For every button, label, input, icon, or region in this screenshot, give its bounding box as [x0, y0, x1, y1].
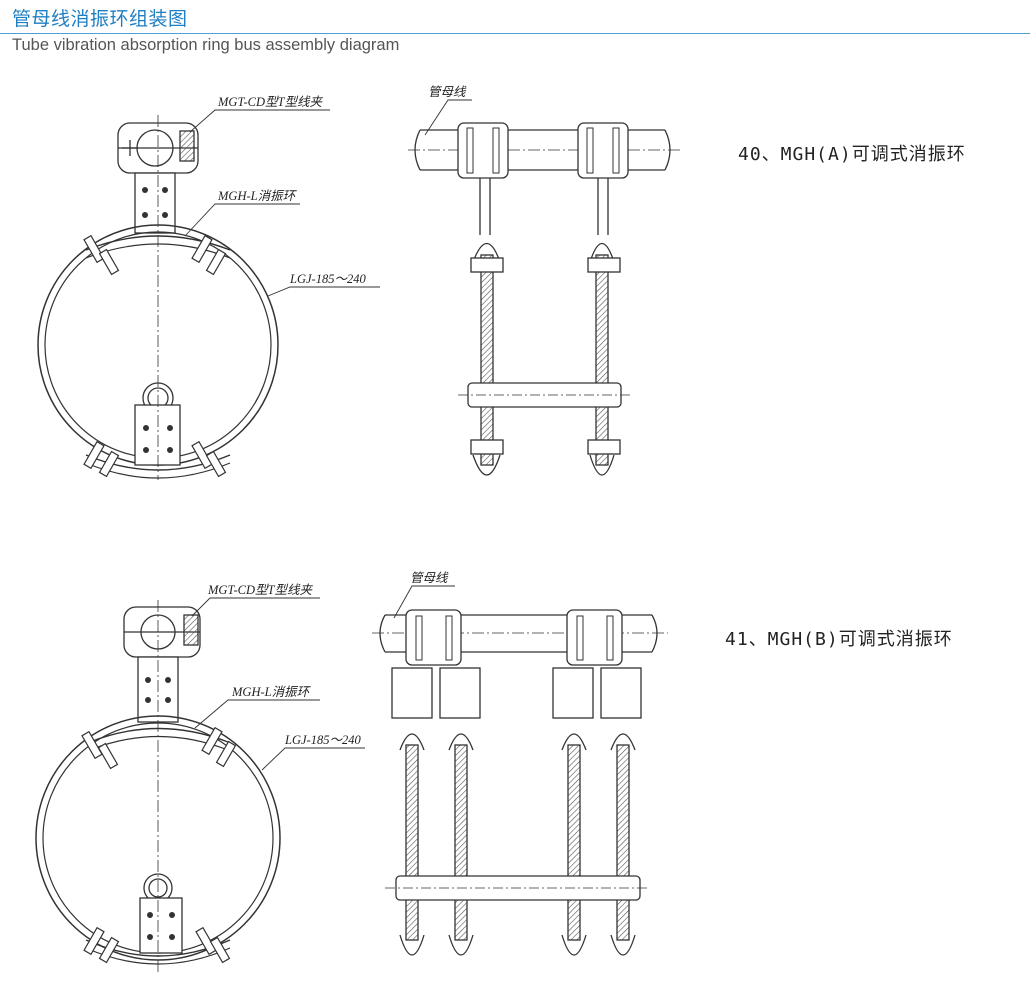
ring-bolts-b	[81, 726, 237, 964]
page-subtitle: Tube vibration absorption ring bus assem…	[12, 36, 400, 54]
title-rule	[0, 33, 1030, 34]
ring-bolts-a	[83, 234, 227, 478]
clamp-label-a: MGT-CD型T型线夹	[217, 95, 323, 109]
figure-a-caption: 40、MGH(A)可调式消振环	[738, 144, 966, 165]
figure-b-caption: 41、MGH(B)可调式消振环	[725, 629, 953, 650]
tube-bus-label-a: 管母线	[428, 85, 467, 99]
tube-bus-label-b: 管母线	[410, 571, 449, 585]
figure-b-side-view	[35, 597, 365, 975]
clamp-label-b: MGT-CD型T型线夹	[207, 583, 313, 597]
figure-a-side-view	[37, 109, 380, 480]
ring-label-b: MGH-L消振环	[231, 685, 312, 699]
conductor-label-a: LGJ-185～240	[289, 272, 366, 286]
conductor-label-b: LGJ-185～240	[284, 733, 361, 747]
page-title: 管母线消振环组装图	[12, 8, 188, 30]
ring-label-a: MGH-L消振环	[217, 189, 298, 203]
t-clamp-b	[123, 606, 201, 658]
figure-a-front-view	[408, 99, 680, 476]
figure-b-front-view	[372, 585, 668, 956]
